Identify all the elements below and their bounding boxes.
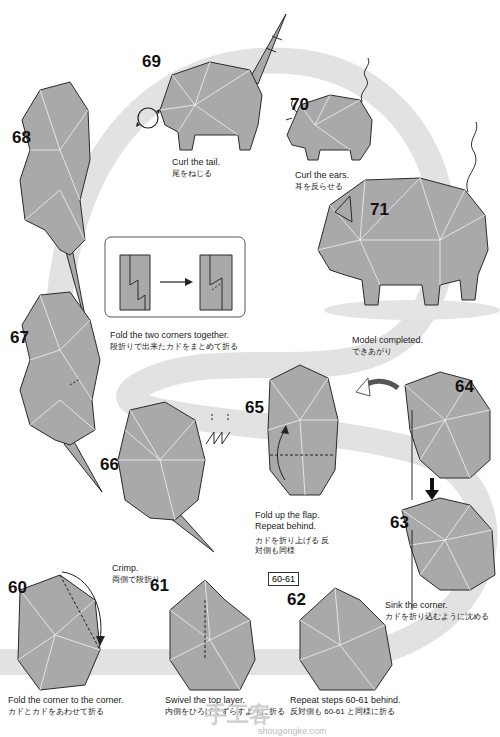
instruction: Repeat steps 60-61 behind.: [290, 695, 401, 706]
watermark-url: shougongke.com: [258, 726, 327, 737]
step-number: 69: [142, 52, 161, 72]
instruction: Model completed.: [352, 335, 423, 346]
step-number: 70: [290, 95, 309, 115]
step-number: 63: [390, 513, 409, 533]
step-64-figure: [356, 372, 490, 500]
instruction-jp: カドとカドをあわせて折る: [8, 707, 104, 717]
step-number: 68: [12, 128, 31, 148]
instruction: Fold the corner to the corner.: [8, 695, 124, 706]
step-62-figure: [300, 588, 392, 690]
detail-inset: [105, 237, 245, 317]
step-71-figure: [318, 122, 500, 320]
step-66-figure: [118, 402, 230, 552]
step-number: 62: [287, 590, 306, 610]
step-61-figure: [170, 580, 255, 690]
box-text: 60-61: [272, 573, 295, 585]
instruction-jp: 尾をねじる: [172, 169, 212, 179]
instruction: Sink the corner.: [385, 600, 448, 611]
step-67-figure: [20, 292, 102, 492]
instruction: Crimp.: [112, 563, 139, 574]
step-number: 64: [455, 377, 474, 397]
instruction-jp: カドを折り上げる 反対側も同様: [255, 536, 335, 555]
step-number: 67: [10, 328, 29, 348]
flow-band: [0, 60, 484, 662]
instruction: Fold up the flap. Repeat behind.: [255, 510, 335, 532]
instruction: Curl the ears.: [295, 170, 349, 181]
instruction-jp: 段折りで出来たカドをまとめて折る: [110, 342, 238, 352]
step-number: 71: [370, 200, 389, 220]
step-70-figure: [286, 58, 372, 160]
instruction: Fold the two corners together.: [110, 330, 229, 341]
instruction-jp: 耳を反らせる: [295, 182, 343, 192]
instruction-jp: できあがり: [352, 347, 392, 357]
instruction-jp: 反対側も 60-61 と同様に折る: [290, 707, 395, 717]
step-65-figure: [268, 365, 338, 495]
instruction: Curl the tail.: [172, 157, 220, 168]
step-number: 66: [100, 455, 119, 475]
reference-box: 60-61: [268, 572, 299, 586]
instruction-jp: カドを折り込むように沈める: [385, 612, 489, 622]
step-60-figure: [18, 572, 105, 690]
step-69-figure: [136, 14, 286, 150]
step-number: 60: [8, 578, 27, 598]
step-63-figure: [402, 478, 495, 610]
step-number: 65: [245, 398, 264, 418]
step-number: 61: [150, 576, 169, 596]
watermark: 手工客: [205, 702, 271, 728]
